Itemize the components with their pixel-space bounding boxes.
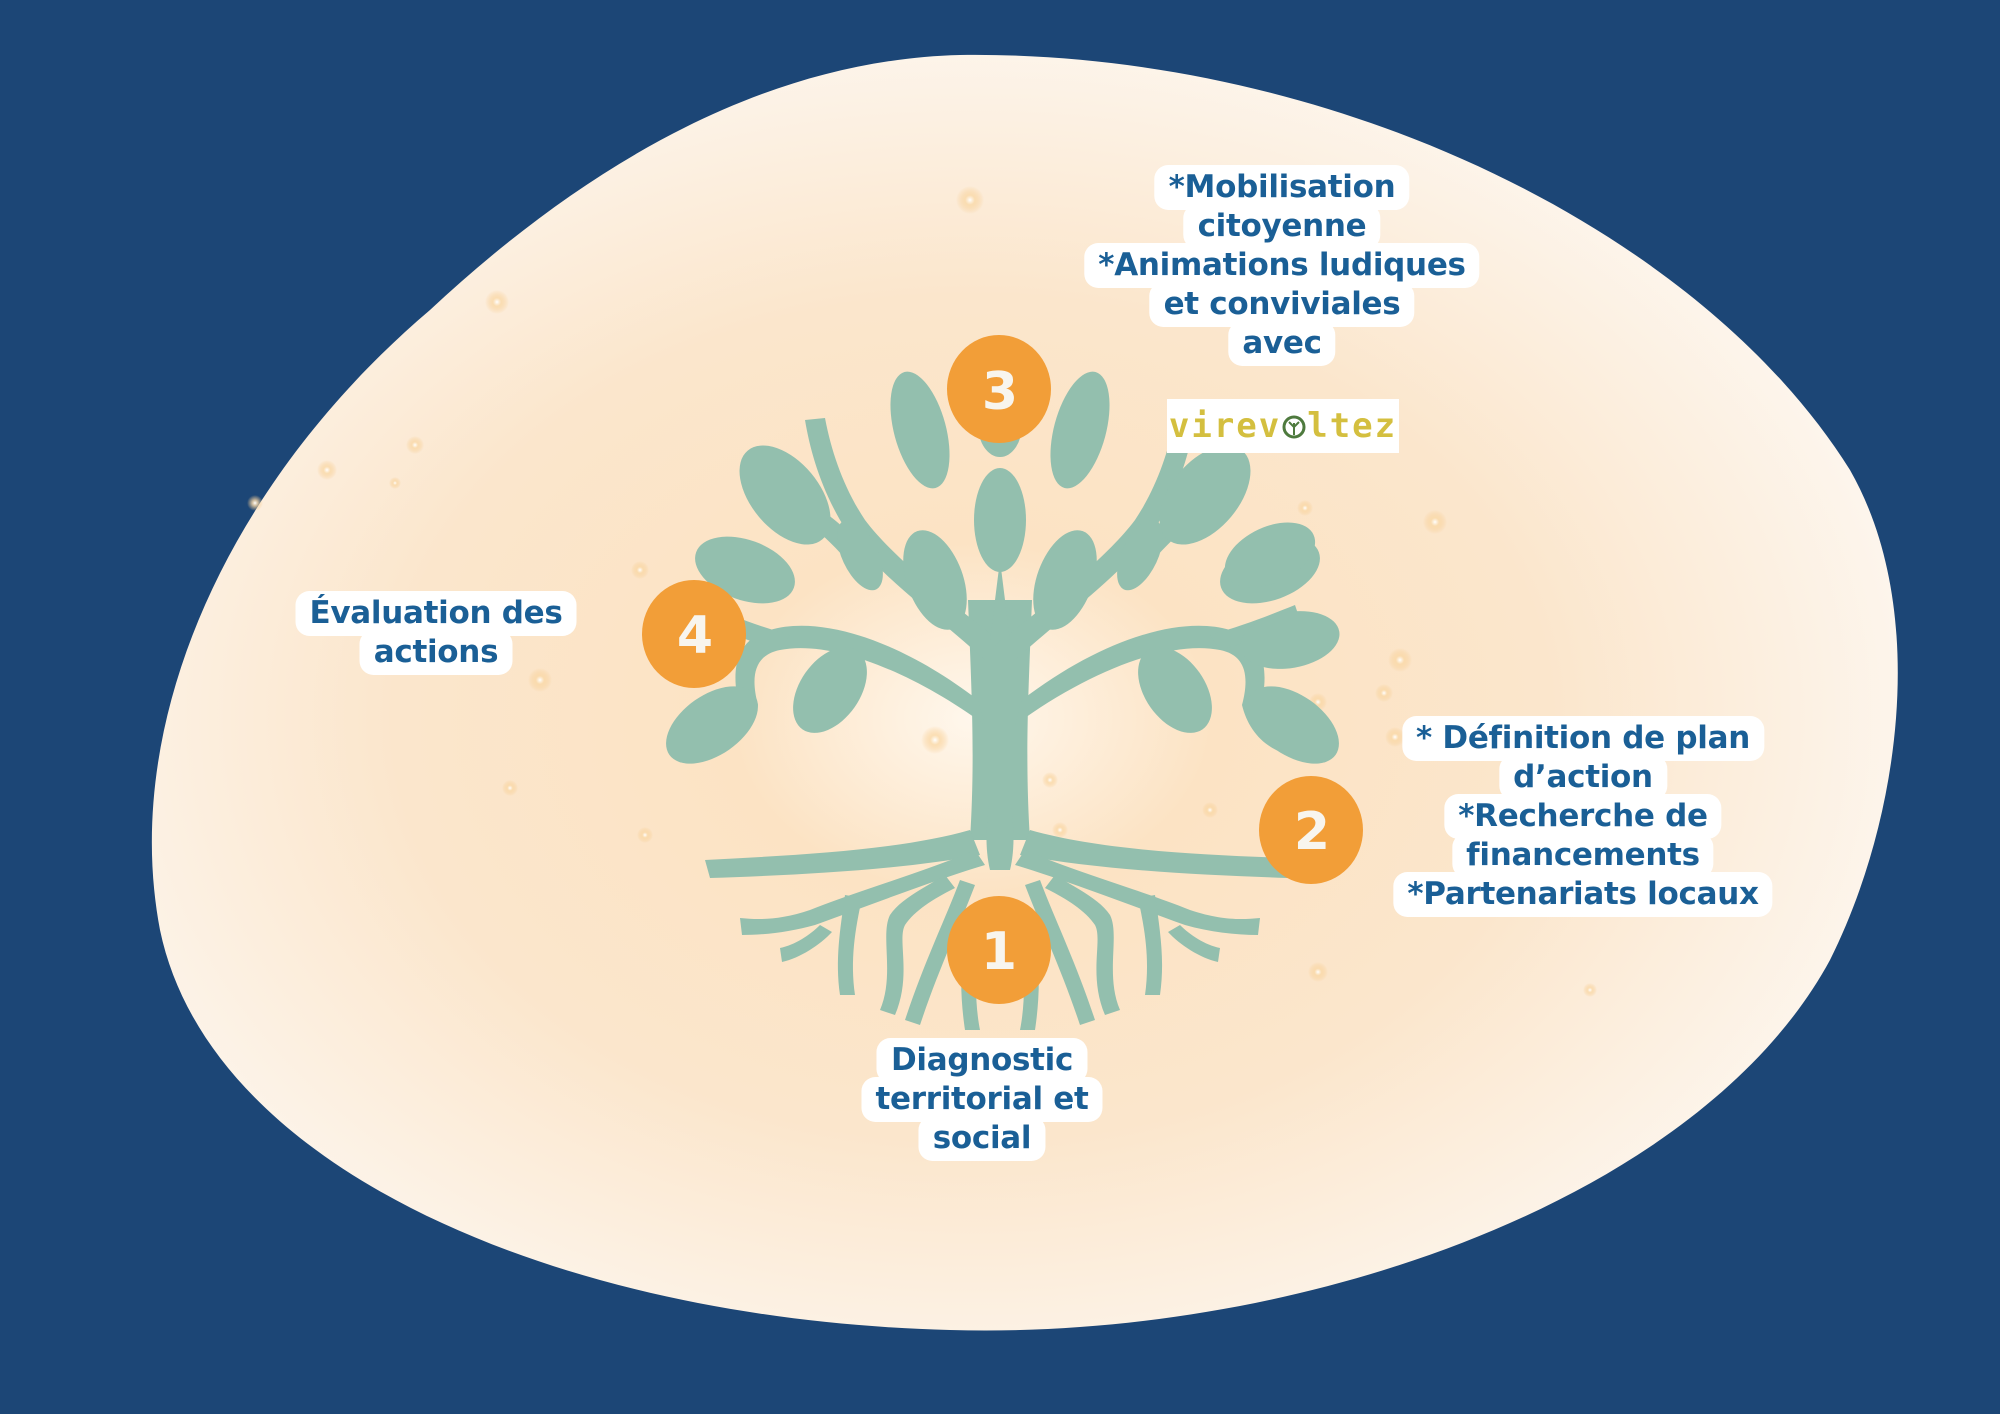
step-2-line: *Recherche de (1444, 794, 1722, 839)
sparkle (1202, 802, 1218, 818)
sparkle (389, 477, 401, 489)
sparkle (1385, 727, 1405, 747)
sparkle (921, 726, 949, 754)
step-1-line: Diagnostic (876, 1038, 1088, 1083)
sparkle (1375, 684, 1393, 702)
step-2-line: *Partenariats locaux (1393, 872, 1773, 917)
step-4-label: Évaluation des actions (295, 591, 577, 675)
sparkle (247, 495, 263, 511)
sparkle (1297, 500, 1313, 516)
step-1-line: territorial et (861, 1077, 1103, 1122)
sparkle (528, 668, 552, 692)
step-1-line: social (918, 1116, 1046, 1161)
step-circle-1 (947, 896, 1051, 1004)
sparkle (631, 561, 649, 579)
step-1-label: Diagnostic territorial et social (861, 1038, 1103, 1161)
step-3-line: citoyenne (1183, 204, 1381, 249)
sparkle (1423, 510, 1447, 534)
sparkle (1042, 772, 1058, 788)
step-circle-4 (642, 580, 746, 688)
step-3-line: *Animations ludiques (1084, 243, 1480, 288)
step-4-line: actions (359, 630, 513, 675)
sparkles (247, 186, 1597, 997)
step-3-label: *Mobilisation citoyenne *Animations ludi… (1084, 165, 1480, 366)
sparkle (1052, 822, 1068, 838)
step-2-label: * Définition de plan d’action *Recherche… (1393, 716, 1773, 917)
step-3-line: *Mobilisation (1154, 165, 1410, 210)
step-2-line: * Définition de plan (1401, 716, 1764, 761)
sparkle (502, 780, 518, 796)
step-3-line: et conviviales (1149, 282, 1415, 327)
sparkle (1308, 962, 1328, 982)
logo-text-after: ltez (1307, 406, 1398, 446)
sparkle (956, 186, 984, 214)
tree-emblem-icon (1282, 415, 1306, 439)
step-2-line: financements (1452, 833, 1714, 878)
sparkle (1388, 648, 1412, 672)
sparkle (317, 460, 337, 480)
step-circles (642, 335, 1363, 1004)
step-3-line: avec (1228, 321, 1336, 366)
sparkle (637, 827, 653, 843)
virevoltez-logo: virev ltez (1167, 399, 1399, 453)
sparkle (1583, 983, 1597, 997)
step-circle-2 (1259, 776, 1363, 884)
sparkle (406, 436, 424, 454)
logo-text-before: virev (1168, 406, 1282, 446)
step-4-line: Évaluation des (295, 591, 577, 636)
step-circle-3 (947, 335, 1051, 443)
sparkle (485, 290, 509, 314)
step-2-line: d’action (1499, 755, 1667, 800)
